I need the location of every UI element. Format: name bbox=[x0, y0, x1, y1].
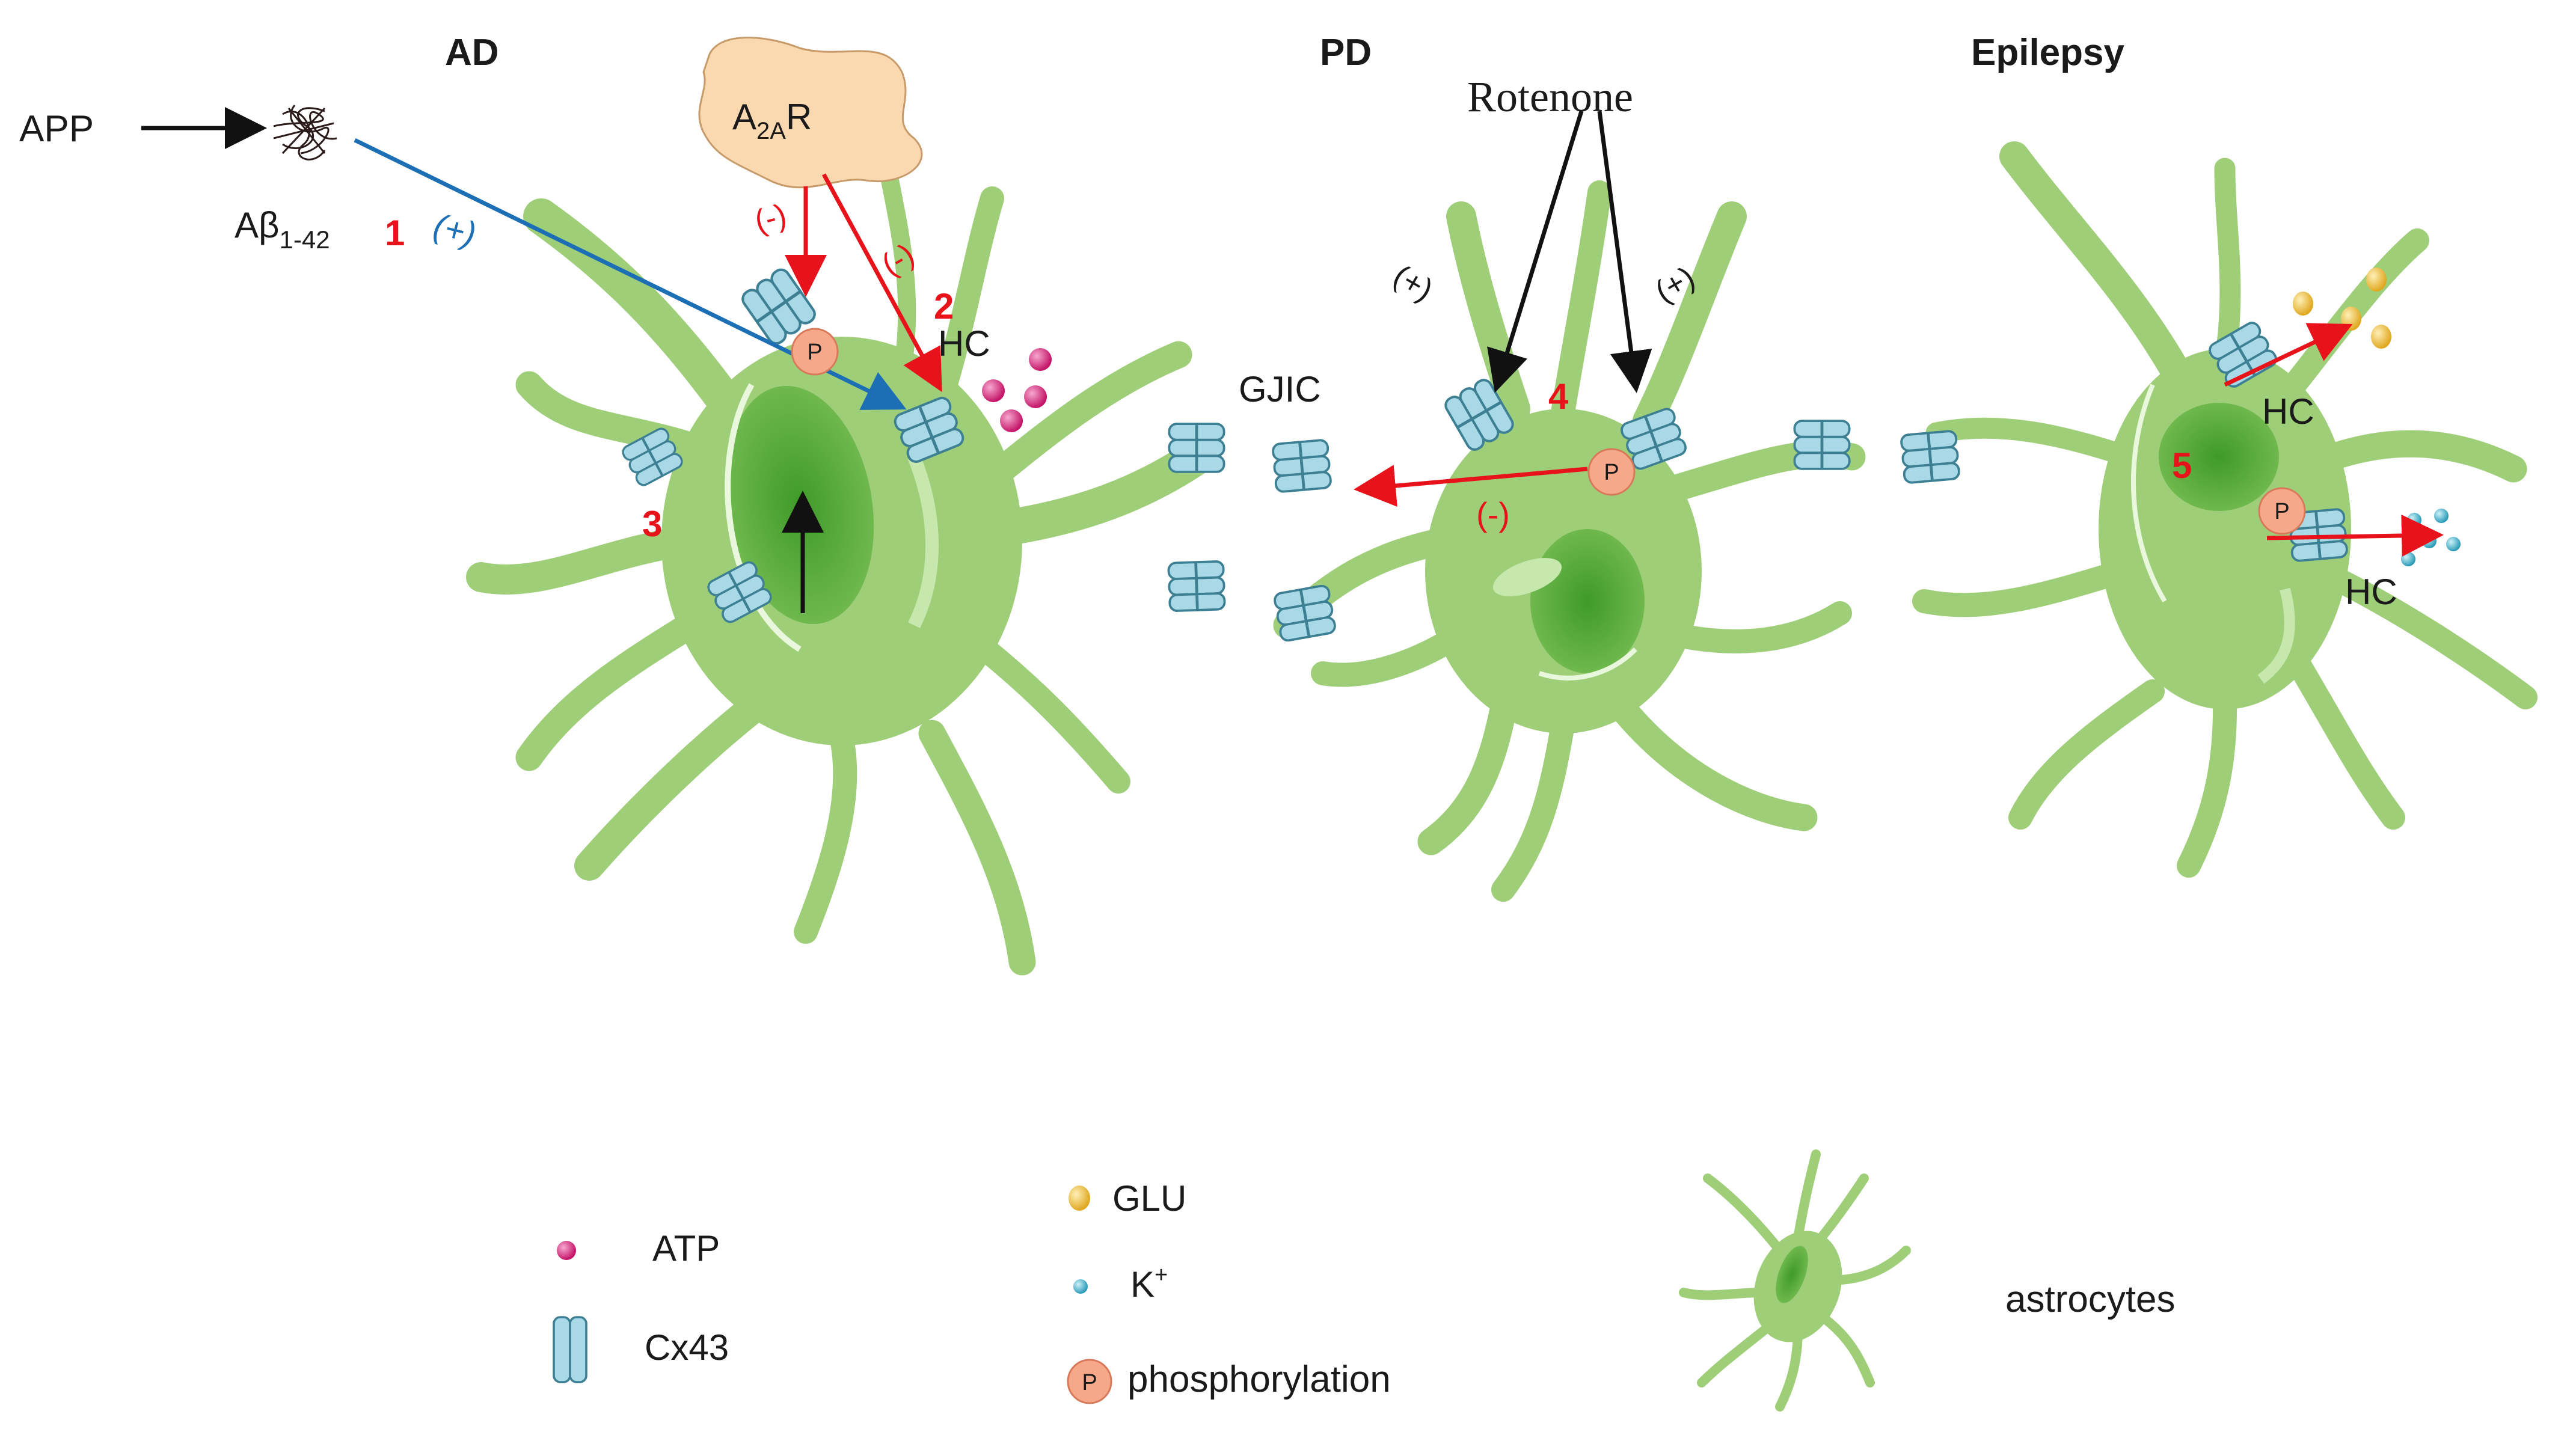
arrow-rotenone-left bbox=[1487, 110, 1584, 393]
heading-epilepsy: Epilepsy bbox=[1971, 32, 2125, 73]
step-1: 1 bbox=[385, 213, 405, 253]
sign-plus-rotenone-1: (+) bbox=[1387, 259, 1438, 308]
legend-k-label: K+ bbox=[1130, 1262, 1168, 1305]
astrocyte-ad bbox=[466, 171, 1215, 976]
atp-icon bbox=[557, 1241, 576, 1260]
arrow-epi-glu-release bbox=[2224, 323, 2353, 387]
legend: ATP Cx43 GLU K+ P phosphorylation bbox=[553, 1149, 2176, 1412]
label-rotenone: Rotenone bbox=[1467, 73, 1633, 121]
phospho-badge-pd: P bbox=[1587, 448, 1636, 496]
legend-cx43: Cx43 bbox=[553, 1316, 729, 1383]
arrows bbox=[141, 107, 2444, 613]
sign-minus-a2ar-1: (-) bbox=[751, 198, 790, 239]
legend-astrocytes: astrocytes bbox=[1679, 1149, 2176, 1412]
a2ar-receptor-shape bbox=[698, 37, 923, 189]
astrocyte-epilepsy bbox=[1912, 141, 2538, 878]
legend-phosphorylation: P phosphorylation bbox=[1067, 1359, 1391, 1404]
svg-text:P: P bbox=[1604, 460, 1619, 485]
label-hc-epi-bottom: HC bbox=[2345, 572, 2397, 612]
k-icon bbox=[1073, 1279, 1088, 1294]
svg-text:P: P bbox=[2274, 499, 2289, 524]
label-hc-ad: HC bbox=[938, 323, 990, 364]
step-4: 4 bbox=[1548, 376, 1569, 417]
cx43-gj-lower-right bbox=[1274, 585, 1336, 641]
label-abeta: Aβ1-42 bbox=[235, 205, 330, 254]
heading-pd: PD bbox=[1320, 32, 1372, 73]
legend-astrocytes-label: astrocytes bbox=[2005, 1279, 2176, 1320]
phospho-badge-epilepsy: P bbox=[2258, 487, 2306, 535]
legend-atp: ATP bbox=[557, 1228, 720, 1268]
label-hc-epi-top: HC bbox=[2262, 391, 2314, 432]
cx43-gj-upper-left bbox=[1169, 424, 1224, 472]
phospho-icon bbox=[1067, 1359, 1112, 1404]
step-2: 2 bbox=[934, 286, 954, 326]
cx43-gj-upper-right bbox=[1272, 439, 1331, 492]
label-app: APP bbox=[19, 108, 94, 150]
label-a2ar: A2AR bbox=[732, 97, 812, 144]
cx43-gj-lower-left bbox=[1168, 561, 1225, 611]
legend-glu-label: GLU bbox=[1112, 1178, 1186, 1219]
phospho-badge-ad: P bbox=[791, 328, 839, 376]
arrow-pd-p-to-gjic bbox=[1354, 465, 1588, 507]
cx43-gj-pd-epi-right bbox=[1901, 430, 1960, 483]
step-5: 5 bbox=[2172, 445, 2192, 486]
arrow-a2ar-to-hc bbox=[821, 173, 942, 393]
heading-ad: AD bbox=[445, 32, 499, 73]
cx43-icon bbox=[553, 1316, 587, 1383]
arrow-epi-k-release bbox=[2266, 515, 2444, 557]
step-3: 3 bbox=[642, 504, 662, 544]
legend-atp-label: ATP bbox=[652, 1228, 720, 1268]
arrow-rotenone-right bbox=[1597, 111, 1652, 393]
legend-glu: GLU bbox=[1069, 1178, 1186, 1219]
svg-text:P: P bbox=[807, 340, 822, 365]
legend-phosphorylation-label: phosphorylation bbox=[1127, 1359, 1391, 1400]
legend-cx43-label: Cx43 bbox=[645, 1327, 729, 1368]
glu-icon bbox=[1069, 1186, 1090, 1211]
astrocyte-pd bbox=[1273, 180, 1866, 902]
cx43-gj-pd-epi-left bbox=[1794, 421, 1849, 469]
astrocyte-icon bbox=[1679, 1149, 1911, 1412]
svg-text:P: P bbox=[1082, 1370, 1097, 1395]
abeta-aggregate bbox=[273, 105, 337, 161]
atp-molecules bbox=[982, 348, 1052, 432]
sign-plus-abeta: (+) bbox=[430, 206, 480, 253]
legend-k: K+ bbox=[1073, 1262, 1168, 1305]
label-gjic: GJIC bbox=[1239, 369, 1321, 409]
sign-minus-pd: (-) bbox=[1476, 495, 1510, 533]
